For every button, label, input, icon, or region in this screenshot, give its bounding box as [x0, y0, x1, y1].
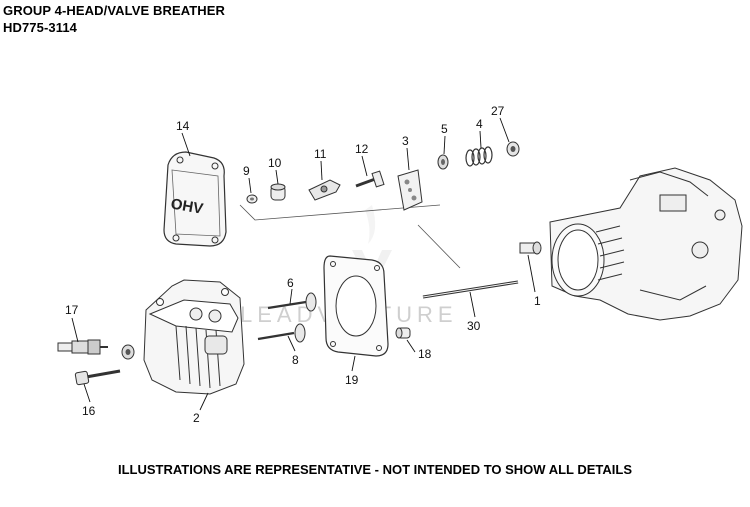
valve-spring-part: [465, 146, 493, 167]
callout-5: 5: [441, 122, 448, 136]
valve-cover-part: OHV: [163, 151, 227, 247]
callout-2: 2: [193, 411, 200, 425]
callout-4: 4: [476, 117, 483, 131]
callout-11: 11: [314, 147, 327, 161]
spark-plug-part: [57, 339, 108, 355]
nut-part: [246, 194, 258, 204]
callout-18: 18: [418, 347, 432, 361]
callout-27: 27: [491, 104, 505, 118]
callout-14: 14: [176, 119, 190, 133]
model-number: HD775-3114: [3, 20, 77, 35]
cover-ohv-marking: OHV: [169, 195, 204, 217]
tube-part: [519, 241, 542, 255]
callout-3: 3: [402, 134, 409, 148]
callout-leader-lines: [71, 117, 536, 411]
dowel-pin-part: [395, 327, 411, 339]
cylinder-block-part: [549, 167, 743, 321]
callout-19: 19: [345, 373, 359, 387]
disclaimer-text: ILLUSTRATIONS ARE REPRESENTATIVE - NOT I…: [118, 462, 632, 477]
exhaust-valve-part: [267, 292, 317, 312]
callout-9: 9: [243, 164, 250, 178]
washer-part: [121, 344, 135, 360]
push-rod-guide-plate-part: [397, 169, 423, 211]
callout-30: 30: [467, 319, 481, 333]
intake-valve-part: [257, 323, 306, 343]
callout-10: 10: [268, 156, 282, 170]
valve-stem-seal-part: [506, 141, 520, 157]
assembly-guide-lines: [239, 204, 461, 269]
diagram-group-title: GROUP 4-HEAD/VALVE BREATHER: [3, 3, 226, 18]
rocker-stud-part: [355, 170, 385, 188]
callout-16: 16: [82, 404, 96, 418]
head-bolt-part: [74, 369, 121, 386]
callout-6: 6: [287, 276, 294, 290]
callout-12: 12: [355, 142, 369, 156]
spacer-part: [270, 183, 286, 201]
callout-1: 1: [534, 294, 541, 308]
head-gasket-part: [323, 255, 389, 357]
callout-labels: 14 9 10 11 12 3 5 4 27 1 6 8 19 18 30 2 …: [65, 104, 541, 425]
rocker-arm-part: [308, 179, 341, 201]
callout-8: 8: [292, 353, 299, 367]
cylinder-head-part: [143, 279, 245, 395]
push-rod-part: [422, 280, 519, 299]
spring-retainer-part: [437, 154, 449, 170]
callout-17: 17: [65, 303, 79, 317]
